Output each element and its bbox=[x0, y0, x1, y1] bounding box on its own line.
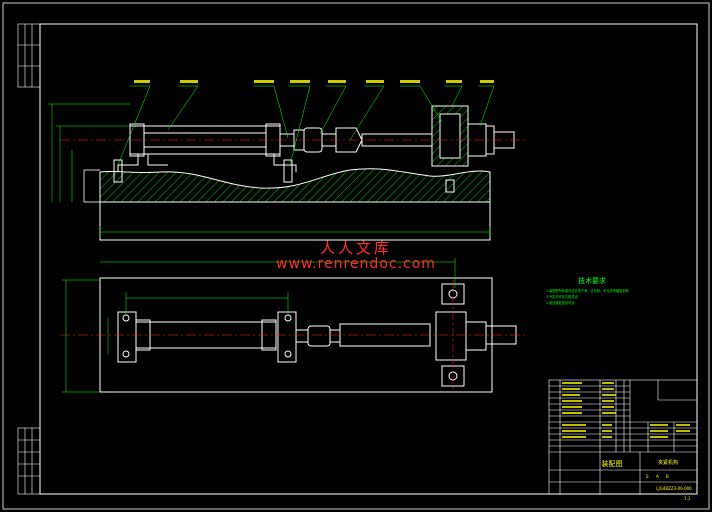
front-dimensions bbox=[48, 103, 491, 238]
top-view bbox=[60, 258, 525, 393]
top-dimensions bbox=[62, 258, 456, 393]
title-block-sheet: 1:1 bbox=[684, 496, 691, 501]
binding-strip-bottom bbox=[17, 427, 41, 495]
cylinder-brackets bbox=[113, 154, 297, 183]
front-callout-glyphs bbox=[134, 80, 494, 83]
parts-list-entries bbox=[562, 382, 690, 438]
watermark-name: 人人文库 bbox=[319, 239, 392, 257]
watermark-url: www.renrendoc.com bbox=[276, 256, 436, 272]
top-cylinder bbox=[117, 311, 297, 363]
title-block-stage-b: B bbox=[666, 474, 669, 479]
front-leaders bbox=[117, 85, 495, 166]
binding-strip-top bbox=[17, 23, 41, 88]
clamp-block bbox=[431, 105, 515, 193]
technical-notes: 技术要求 1.装配前所有零件应清洗干净，去毛刺，不允许有磕碰划伤 2.气缸动作应… bbox=[546, 276, 629, 305]
title-block-drawing-name: 装配图 bbox=[602, 459, 623, 468]
title-block: 装配图 夹紧机构 LJG4BZZ3-00-000 S A B 1:1 bbox=[548, 379, 698, 501]
title-block-stage-s: S bbox=[646, 474, 649, 479]
technical-notes-title: 技术要求 bbox=[578, 276, 606, 285]
technical-note-1: 1.装配前所有零件应清洗干净，去毛刺，不允许有磕碰划伤 bbox=[546, 288, 629, 293]
title-block-drawing-number: LJG4BZZ3-00-000 bbox=[656, 486, 692, 491]
inner-border bbox=[39, 23, 698, 495]
base-plate-bottom bbox=[99, 201, 491, 241]
title-block-stage-a: A bbox=[656, 474, 659, 479]
technical-note-3: 3.各连接处密封可靠 bbox=[546, 300, 575, 305]
front-view bbox=[48, 80, 525, 241]
technical-note-2: 2.气缸动作应平稳灵活 bbox=[546, 294, 579, 299]
base-plate-section bbox=[99, 168, 491, 203]
title-block-part-name: 夹紧机构 bbox=[658, 459, 678, 466]
